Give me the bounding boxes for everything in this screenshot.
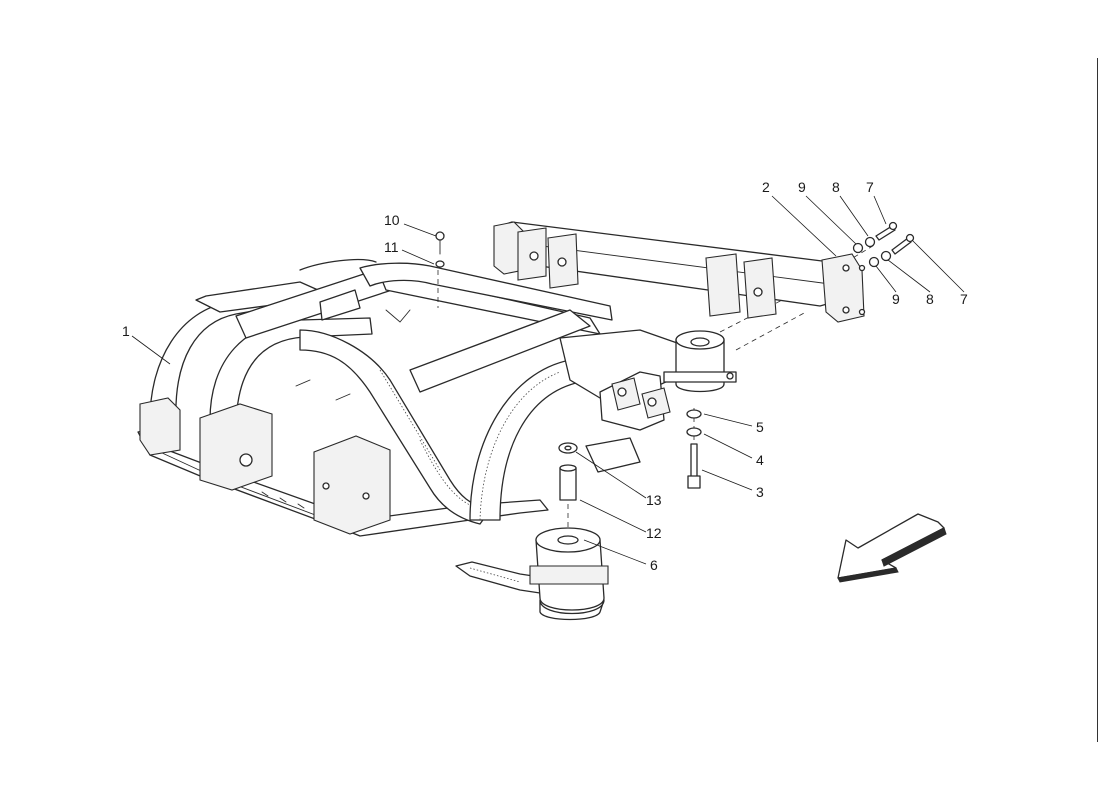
washer-11 [435,260,445,268]
washer-8-bottom [880,250,892,262]
washer-4 [686,427,702,437]
cross-beam-part-2 [493,221,866,323]
callout-labels: 1 2 3 4 5 6 7 7 8 8 9 9 10 11 12 13 [122,179,968,573]
callout-1: 1 [122,323,130,339]
callout-3: 3 [756,484,764,500]
callout-6: 6 [650,557,658,573]
callout-9-top: 9 [798,179,806,195]
callout-10: 10 [384,212,400,228]
callout-8-top: 8 [832,179,840,195]
bolt-3 [690,443,698,479]
callout-8-bottom: 8 [926,291,934,307]
sleeve-12 [559,467,577,501]
washer-8-top [864,236,876,248]
callout-11: 11 [384,239,399,255]
callout-4: 4 [756,452,764,468]
callout-5: 5 [756,419,764,435]
leader-lines [131,195,965,565]
callout-13: 13 [646,492,662,508]
front-bushing-assembly [529,442,609,621]
bolt-7-top [875,225,896,241]
subframe-part-1 [137,258,691,597]
callout-7-bottom: 7 [960,291,968,307]
direction-arrow-icon [837,513,947,583]
callout-7-top: 7 [866,179,874,195]
callout-2: 2 [762,179,770,195]
page-border-line [1097,58,1098,742]
bolt-10 [435,231,445,241]
washer-9-top [852,242,864,254]
washer-9-bottom [868,256,880,268]
callout-12: 12 [646,525,662,541]
top-fasteners [435,231,445,268]
callout-9-bottom: 9 [892,291,900,307]
right-bushing-assembly [663,330,737,489]
washer-5 [686,409,702,419]
beam-fasteners [852,221,915,268]
